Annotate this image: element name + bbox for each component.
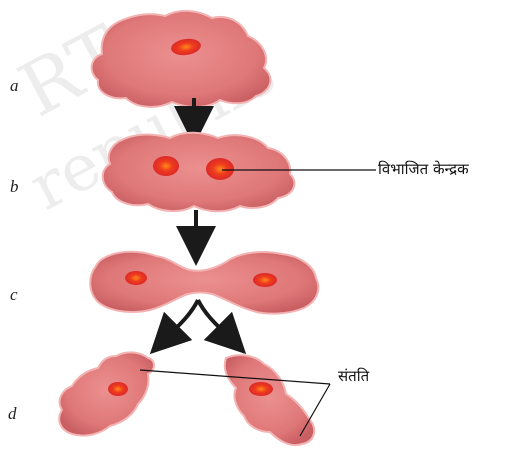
nucleus-b-right <box>206 158 234 180</box>
nucleus-c-right <box>253 273 277 287</box>
daughter-cell-left <box>59 352 154 435</box>
nucleus-d-right <box>249 382 273 396</box>
stage-label-a: a <box>10 76 19 96</box>
label-divided-nucleus: विभाजित केन्द्रक <box>378 159 469 179</box>
nucleus-d-left <box>108 382 128 396</box>
stage-label-d: d <box>8 404 17 424</box>
split-arrow <box>164 300 198 340</box>
split-arrow-right <box>198 300 232 340</box>
amoeba-cell-b <box>103 133 295 212</box>
amoeba-cell-a <box>92 11 271 107</box>
stage-label-b: b <box>10 177 19 197</box>
amoeba-stage-b <box>103 133 376 212</box>
amoeba-cell-c <box>90 252 318 314</box>
stage-label-c: c <box>10 285 18 305</box>
daughter-cell-right <box>225 355 314 445</box>
amoeba-stage-a <box>92 11 271 107</box>
amoeba-stage-d <box>59 352 330 445</box>
label-offspring: संतति <box>338 366 369 386</box>
nucleus-c-left <box>125 271 147 285</box>
nucleus-b-left <box>153 156 179 176</box>
amoeba-stage-c <box>90 252 318 314</box>
